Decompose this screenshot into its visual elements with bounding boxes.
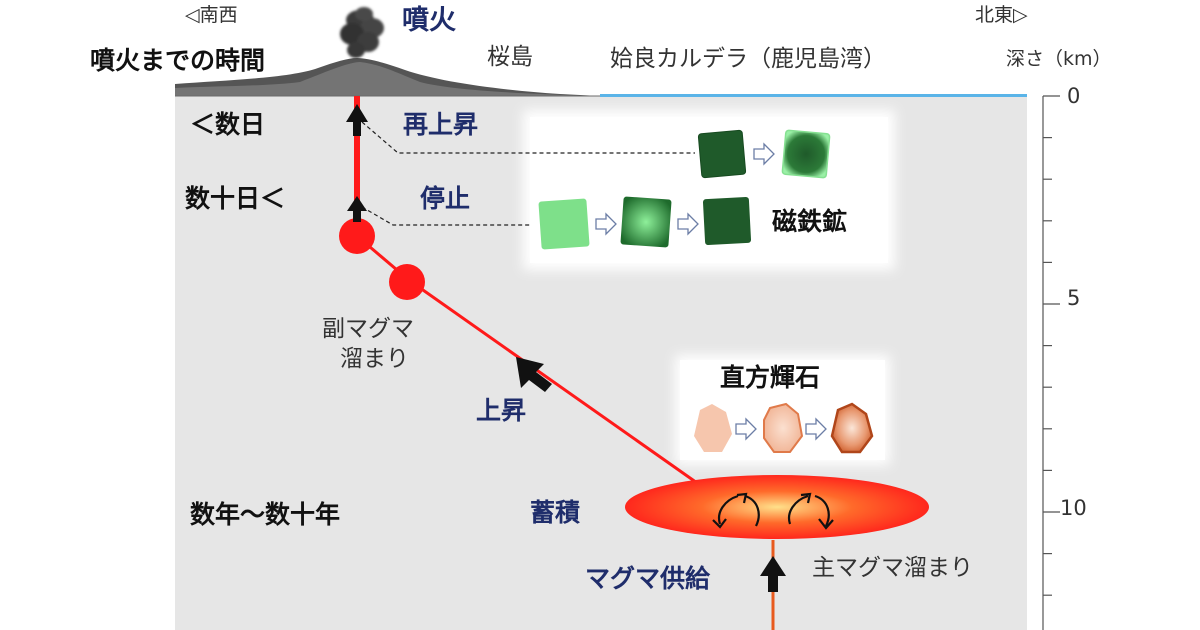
time-to-eruption-label: 噴火までの時間 <box>90 46 266 75</box>
depth-tick-label-10: 10 <box>1060 496 1087 520</box>
magnetite-label: 磁鉄鉱 <box>772 207 848 236</box>
reascent-arrow <box>346 104 368 136</box>
magnetite-crystal-rim-light <box>781 129 831 179</box>
depth-axis <box>1042 95 1060 630</box>
pyroxene-arrow-2 <box>805 417 827 441</box>
main-reservoir-label: 主マグマ溜まり <box>812 555 973 581</box>
stop-arrow <box>347 196 367 222</box>
magnetite-arrow-2 <box>677 212 699 236</box>
magma-supply-label: マグマ供給 <box>585 564 711 593</box>
sub-reservoir-label-line2: 溜まり <box>340 346 409 372</box>
sub-reservoir-label-line1: 副マグマ <box>322 316 414 342</box>
aira-caldera-label: 姶良カルデラ（鹿児島湾） <box>610 46 886 72</box>
main-ascent-path <box>412 281 701 487</box>
pyroxene-crystal-light <box>694 404 732 452</box>
eruption-label: 噴火 <box>402 5 456 36</box>
magnetite-crystal-uniform-dark <box>697 129 747 179</box>
magnetite-crystals <box>538 129 831 250</box>
accumulation-label: 蓄積 <box>530 498 581 527</box>
sea-surface <box>600 94 1027 97</box>
depth-tick-label-5: 5 <box>1067 286 1081 310</box>
depth-axis-ticks <box>1043 95 1060 596</box>
time-days-label: ＜数日 <box>190 110 266 139</box>
stop-label: 停止 <box>420 184 471 213</box>
main-reservoir <box>625 475 929 539</box>
sakurajima-label: 桜島 <box>487 44 533 70</box>
ascent-arrow <box>516 357 552 392</box>
depth-tick-label-0: 0 <box>1067 84 1081 108</box>
ascent-label: 上昇 <box>476 396 527 425</box>
convection-arrows <box>712 492 834 530</box>
depth-axis-title: 深さ（km） <box>1006 48 1112 70</box>
south-west-direction: ◁南西 <box>185 4 238 26</box>
reascent-label: 再上昇 <box>403 110 479 139</box>
sub-reservoir-lower <box>389 264 425 300</box>
reascent-leader-line <box>361 121 695 154</box>
transition-arrows <box>595 142 827 441</box>
eruption-plume <box>340 7 384 58</box>
orthopyroxene-label: 直方輝石 <box>720 363 821 392</box>
magnetite-arrow-1 <box>595 212 617 236</box>
volcano-shading <box>175 62 600 96</box>
magnetite-crystal-core-light <box>620 196 672 248</box>
magnetite-top-arrow <box>753 142 775 166</box>
supply-arrow <box>760 556 786 592</box>
magnetite-crystal-dark <box>702 196 752 246</box>
magnetite-crystal-light <box>538 198 590 250</box>
pyroxene-crystal-dark-rim <box>830 402 874 454</box>
time-tens-of-days-label: 数十日＜ <box>185 184 286 213</box>
time-years-label: 数年〜数十年 <box>190 500 341 529</box>
sub-reservoir-upper <box>339 218 375 254</box>
north-east-direction: 北東▷ <box>975 4 1028 26</box>
orthopyroxene-crystals <box>694 402 874 454</box>
pyroxene-crystal-rimmed <box>763 402 804 453</box>
stop-leader-line <box>361 206 530 226</box>
pyroxene-arrow-1 <box>735 417 757 441</box>
